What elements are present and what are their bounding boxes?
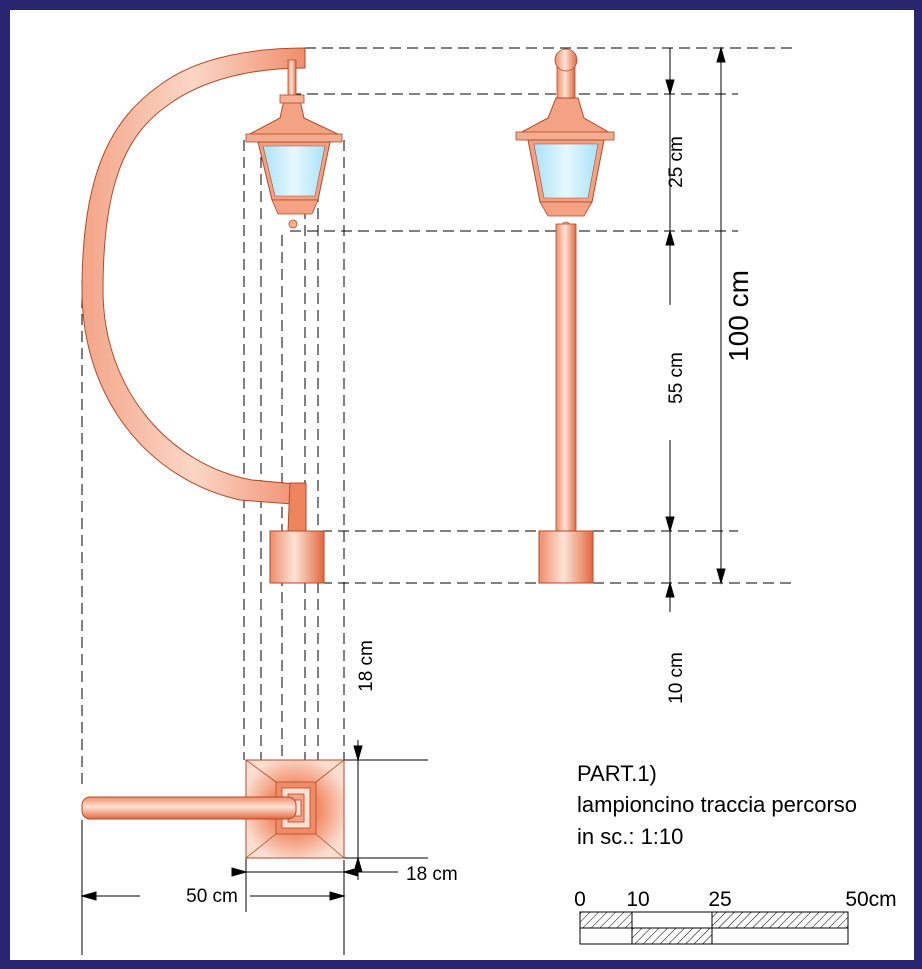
front-base — [538, 530, 594, 584]
dim-base-width: 18 cm — [406, 864, 458, 885]
scale-label-10: 10 — [626, 888, 649, 911]
front-view-lamp — [515, 48, 615, 584]
top-view-lamp — [81, 759, 345, 859]
top-arm — [81, 796, 297, 820]
dim-arm-length: 50 cm — [186, 886, 238, 907]
dim-post-height: 55 cm — [666, 352, 687, 404]
caption-line-3: in sc.: 1:10 — [577, 824, 683, 849]
side-base — [269, 530, 325, 584]
front-post — [555, 223, 577, 532]
arm-joint — [287, 482, 307, 532]
caption: PART.1) lampioncino traccia percorso in … — [577, 761, 857, 849]
dim-base-height: 10 cm — [666, 652, 687, 704]
dim-base-gap: 18 cm — [356, 640, 377, 692]
finial — [554, 48, 578, 72]
side-view-lamp — [81, 47, 343, 584]
scale-bar: 0 10 25 50cm — [574, 888, 897, 945]
scale-label-0: 0 — [574, 888, 586, 911]
caption-line-1: PART.1) — [577, 761, 657, 786]
dim-total-height: 100 cm — [723, 270, 754, 362]
scale-label-25: 25 — [708, 888, 731, 911]
hanger-stem — [287, 59, 297, 101]
caption-line-2: lampioncino traccia percorso — [577, 792, 857, 817]
dim-lantern-height: 25 cm — [666, 136, 687, 188]
construction-lines — [81, 47, 792, 790]
dimension-lines — [80, 46, 726, 901]
scale-label-50: 50cm — [845, 888, 896, 911]
